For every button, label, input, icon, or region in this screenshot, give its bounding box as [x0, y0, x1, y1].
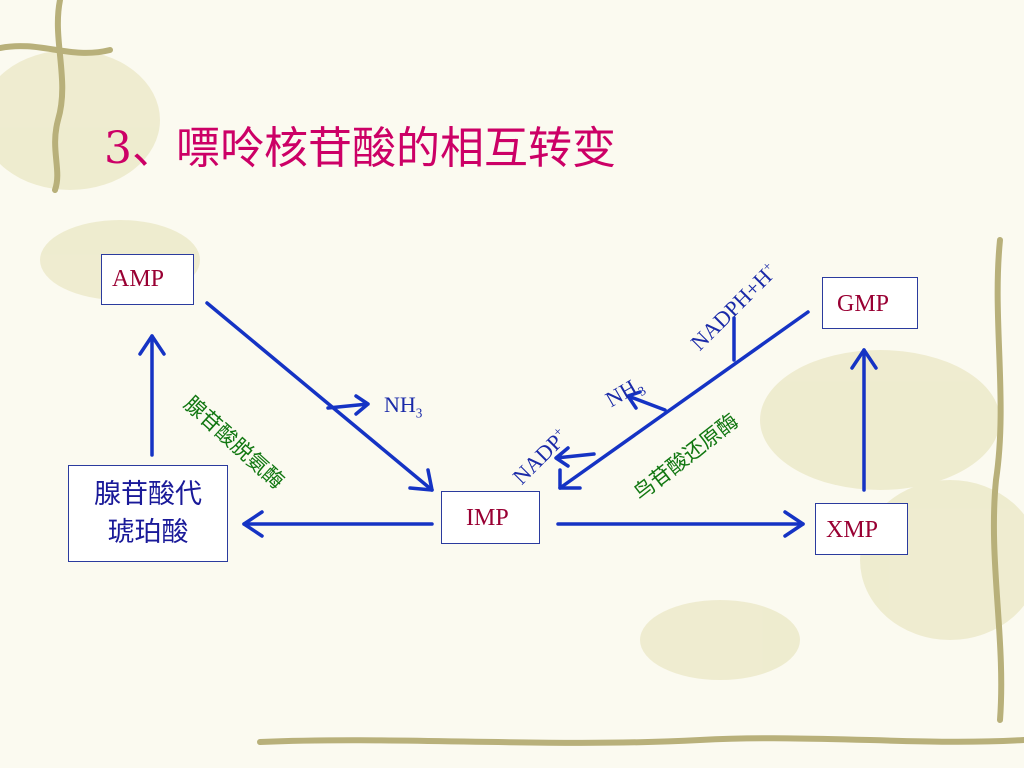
node-imp: IMP	[441, 491, 540, 544]
arrow-nadp-release	[554, 446, 596, 468]
adenylosuccinate-line-2: 琥珀酸	[107, 517, 189, 548]
node-adenylosuccinate: 腺苷酸代 琥珀酸	[68, 465, 228, 562]
arrow-nh3-release-left	[326, 394, 370, 416]
node-xmp: XMP	[815, 503, 908, 555]
arrow-nh3-release-right	[626, 390, 667, 412]
arrow-gmp-to-imp	[558, 310, 810, 490]
node-gmp: GMP	[822, 277, 918, 329]
label-nh3-left: NH3	[384, 392, 423, 421]
adenylosuccinate-line-1: 腺苷酸代	[94, 479, 202, 510]
node-amp: AMP	[101, 254, 194, 305]
page-title: 3、嘌呤核苷酸的相互转变	[104, 123, 616, 174]
arrow-amp-to-imp	[205, 301, 434, 492]
